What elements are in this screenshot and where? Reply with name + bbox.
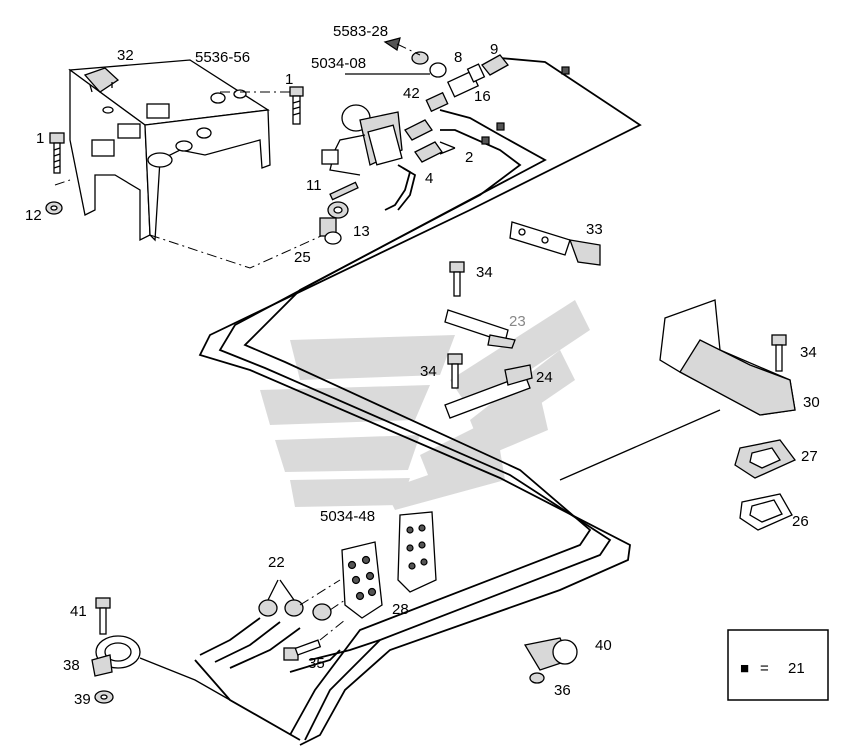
label-30: 30: [803, 394, 820, 411]
fitting-9: [481, 54, 509, 76]
fitting-25: [319, 217, 342, 245]
label-23: 23: [509, 313, 526, 330]
bracket-23: [444, 309, 516, 349]
label-32: 32: [117, 47, 134, 64]
label-8: 8: [454, 49, 462, 66]
label-1-left: 1: [36, 130, 44, 147]
clamp-40: [523, 637, 578, 671]
block-28: [341, 541, 383, 619]
label-33: 33: [586, 221, 603, 238]
label-24: 24: [536, 369, 553, 386]
seal-26: [739, 493, 793, 531]
fittings-22: [258, 579, 346, 621]
callout-labels: 5583-28 5034-08 5536-56 5034-48 32 1 1 1…: [25, 23, 820, 708]
label-27: 27: [801, 448, 818, 465]
pipe-bundle: [194, 57, 642, 746]
label-41: 41: [70, 603, 87, 620]
bolt-1-left: [49, 132, 65, 174]
label-34-c: 34: [800, 344, 817, 361]
label-35: 35: [308, 655, 325, 672]
watermark-logo: [260, 300, 590, 510]
label-13: 13: [353, 223, 370, 240]
label-28: 28: [392, 601, 409, 618]
legend-value: 21: [788, 660, 805, 677]
label-40: 40: [595, 637, 612, 654]
clamp-38: [91, 635, 141, 677]
label-5034-48: 5034-48: [320, 508, 375, 525]
label-1-top: 1: [285, 71, 293, 88]
label-4: 4: [425, 170, 433, 187]
label-12: 12: [25, 207, 42, 224]
pipe-marker: [561, 66, 570, 75]
gasket-27: [734, 439, 797, 479]
arrow-5583-28: [383, 37, 401, 51]
valve-5034-08: [321, 104, 417, 211]
label-36: 36: [554, 682, 571, 699]
nut-36: [529, 672, 545, 684]
bolt-41: [95, 597, 111, 635]
bracket-24: [444, 364, 533, 419]
connector-2: [404, 119, 443, 163]
cover-30: [659, 299, 796, 416]
label-39: 39: [74, 691, 91, 708]
label-34-b: 34: [420, 363, 437, 380]
bolt-34-a: [449, 261, 465, 297]
legend-eq: =: [760, 660, 769, 677]
legend-symbol: ■: [740, 660, 749, 677]
bolt-11: [329, 181, 359, 201]
bracket-33: [509, 221, 601, 266]
elbow-13: [327, 201, 349, 219]
bolt-34-c: [771, 334, 787, 372]
label-22: 22: [268, 554, 285, 571]
legend-box: ■ = 21: [727, 629, 829, 701]
label-5536-56: 5536-56: [195, 49, 250, 66]
fitting-42: [425, 91, 449, 113]
label-42: 42: [403, 85, 420, 102]
nut-12: [45, 201, 63, 215]
tee-16: [446, 63, 486, 98]
label-2: 2: [465, 149, 473, 166]
label-11: 11: [306, 177, 322, 194]
label-5034-08: 5034-08: [311, 55, 366, 72]
valve-5034-48: [397, 511, 437, 593]
label-16: 16: [474, 88, 491, 105]
cap-32: [83, 67, 120, 93]
fitting-8: [411, 51, 447, 78]
pipe-marker: [481, 136, 490, 145]
pipe-marker: [496, 122, 505, 131]
label-34-a: 34: [476, 264, 493, 281]
bracket-5536-56: [68, 59, 271, 242]
label-5583-28: 5583-28: [333, 23, 388, 40]
label-25: 25: [294, 249, 311, 266]
label-38: 38: [63, 657, 80, 674]
label-9: 9: [490, 41, 498, 58]
label-26: 26: [792, 513, 809, 530]
bolt-35: [283, 639, 322, 661]
nut-39: [94, 690, 114, 704]
bolt-34-b: [447, 353, 463, 389]
bolt-1-top: [289, 86, 304, 125]
